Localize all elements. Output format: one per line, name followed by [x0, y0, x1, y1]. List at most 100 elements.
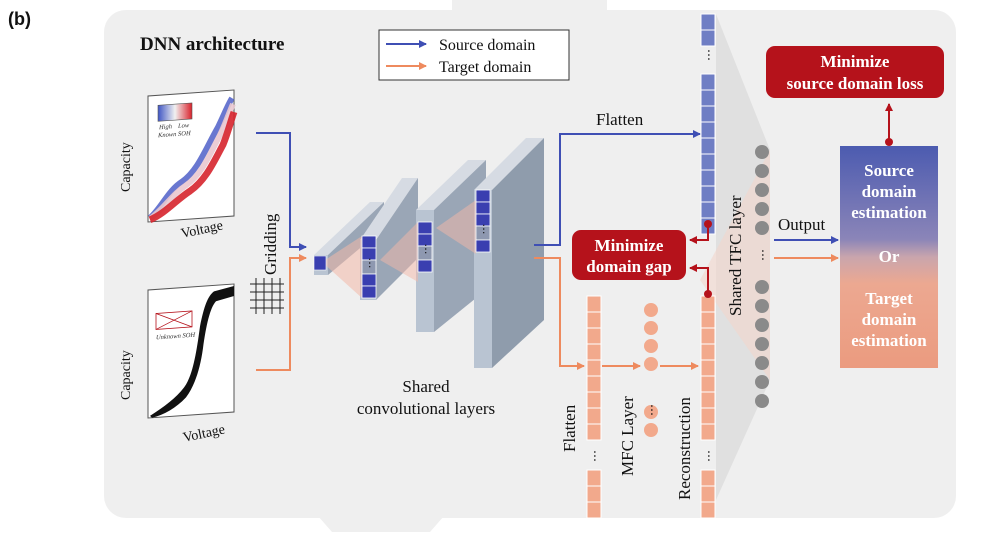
reconstruction-cell — [700, 423, 716, 441]
source-flatten-cell — [700, 89, 716, 107]
gridding-label: Gridding — [261, 213, 280, 275]
mfc-node — [644, 423, 658, 437]
conv-slab-2-top — [360, 178, 418, 240]
minimize-source-loss-box — [766, 46, 944, 98]
target-flatten-cell — [586, 501, 602, 519]
legend: Source domain Target domain — [378, 29, 570, 81]
minimize-source-line1: Minimize — [821, 52, 890, 71]
mfc-layer-nodes — [644, 303, 658, 437]
flatten-top-label: Flatten — [596, 110, 644, 129]
minimize-gap-line2: domain gap — [586, 257, 672, 276]
target-estimation-line1: Target — [865, 289, 913, 308]
estimation-box — [840, 146, 938, 368]
kernel-dots-2: … — [422, 244, 435, 255]
target-estimation-line2: domain — [862, 310, 917, 329]
receptive-field-3 — [436, 200, 476, 254]
source-flatten-cell — [700, 185, 716, 203]
target-flatten-arrow — [534, 257, 585, 370]
source-flatten-arrow — [534, 130, 701, 246]
shared-tfc-nodes — [755, 145, 769, 408]
reconstruction-cell — [700, 407, 716, 425]
kernel-stack-1 — [361, 235, 377, 299]
unknown-soh-cross-2 — [155, 310, 193, 330]
colorbar-caption: Known SOH — [157, 130, 191, 139]
flatten-bottom-label: Flatten — [560, 404, 579, 452]
target-flatten-cell — [586, 407, 602, 425]
target-flatten-column — [586, 295, 602, 519]
minimize-source-line2: source domain loss — [787, 74, 924, 93]
grid-icon — [250, 278, 284, 314]
source-flatten-cell — [700, 13, 716, 31]
kernel-stack-3 — [475, 189, 491, 253]
tfc-node — [755, 318, 769, 332]
target-flatten-cell — [586, 375, 602, 393]
colorbar-low-label: Low — [177, 122, 190, 130]
reconstruction-cell — [700, 327, 716, 345]
source-curve-red — [148, 110, 238, 224]
background-tab-top — [452, 0, 607, 12]
minimize-gap-line1: Minimize — [595, 236, 664, 255]
tfc-node — [755, 356, 769, 370]
mfc-node — [644, 405, 658, 419]
tfc-reconstruction-cone — [700, 150, 770, 380]
gap-connector-source — [689, 224, 709, 244]
source-curve-mid — [148, 102, 236, 222]
minimize-domain-gap-box — [572, 230, 686, 280]
source-input-plot: High Low Known SOH — [147, 89, 238, 224]
reconstruction-cell — [700, 391, 716, 409]
reconstruction-cell — [700, 295, 716, 313]
reconstruction-dots: … — [705, 450, 719, 462]
source-plot-frame — [147, 89, 235, 223]
target-flatten-cell — [586, 327, 602, 345]
tfc-node — [755, 394, 769, 408]
tfc-node — [755, 337, 769, 351]
source-loss-connector-dot — [885, 138, 893, 146]
source-flatten-cell — [700, 153, 716, 171]
target-flatten-cell — [586, 469, 602, 487]
gap-connector-source-dot — [704, 220, 712, 228]
colorbar — [157, 102, 193, 122]
source-flatten-cell — [700, 201, 716, 219]
colorbar-high-label: High — [158, 123, 172, 131]
source-estimation-line3: estimation — [851, 203, 927, 222]
target-input-arrow — [256, 254, 307, 371]
kernel-dots-3: … — [480, 224, 493, 235]
tfc-node — [755, 202, 769, 216]
legend-source-label: Source domain — [439, 37, 535, 54]
reconstruction-cell — [700, 485, 716, 503]
source-input-arrow — [256, 132, 307, 251]
target-plot-frame — [147, 283, 235, 419]
conv-slab-4-top — [474, 138, 544, 190]
target-flatten-cell — [586, 359, 602, 377]
estimation-or: Or — [879, 247, 900, 266]
tfc-node — [755, 280, 769, 294]
legend-target-label: Target domain — [439, 59, 531, 76]
shared-conv-label-line1: Shared — [402, 377, 450, 396]
reconstruction-cell — [700, 311, 716, 329]
target-flatten-cell — [586, 391, 602, 409]
tfc-node — [755, 221, 769, 235]
target-estimation-line3: estimation — [851, 331, 927, 350]
mfc-layer-label: MFC Layer — [618, 396, 637, 476]
receptive-field-1 — [322, 236, 362, 298]
mfc-node — [644, 321, 658, 335]
target-flatten-cell — [586, 311, 602, 329]
target-input-plot: Unknown SOH — [147, 283, 235, 419]
reconstruction-cell — [700, 375, 716, 393]
unknown-soh-caption: Unknown SOH — [156, 332, 195, 342]
source-flatten-cell — [700, 121, 716, 139]
target-column-dots: … — [591, 450, 605, 462]
source-estimation-line2: domain — [862, 182, 917, 201]
source-curve-blue — [147, 96, 235, 221]
gap-connector-target-dot — [704, 290, 712, 298]
tfc-node — [755, 299, 769, 313]
reconstruction-cell — [700, 343, 716, 361]
source-flatten-cell — [700, 105, 716, 123]
output-label: Output — [778, 215, 826, 234]
kernel-dots-1: … — [366, 258, 379, 269]
reconstruction-cell — [700, 469, 716, 487]
shared-tfc-label: Shared TFC layer — [726, 195, 745, 316]
target-plot-ylabel: Capacity — [119, 350, 134, 400]
gap-connector-target — [689, 264, 709, 294]
